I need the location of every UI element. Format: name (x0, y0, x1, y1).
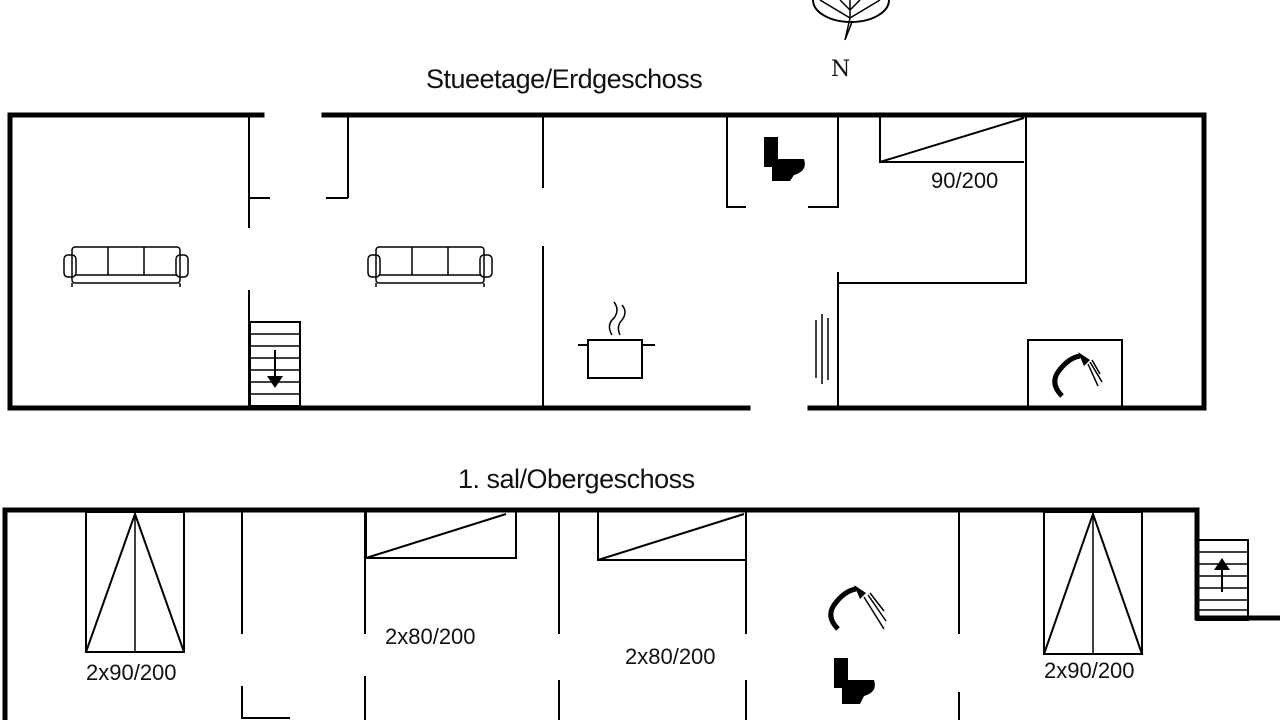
ground-floor-walls (7, 112, 1207, 411)
north-label: N (831, 57, 850, 82)
bed-size-label: 2x80/200 (385, 624, 476, 649)
sofa-icon (63, 246, 189, 287)
bed-size-label: 90/200 (931, 168, 998, 193)
cooking-pot-icon (578, 301, 655, 379)
bed-size-label: 2x90/200 (86, 660, 177, 685)
bed-icon (365, 512, 517, 559)
toilet-icon (834, 658, 875, 704)
bed-size-label: 2x80/200 (625, 644, 716, 669)
shower-icon (1052, 352, 1103, 398)
sofa-icon (367, 246, 493, 287)
bed-icon (85, 511, 185, 653)
toilet-icon (764, 137, 805, 181)
bed-icon (597, 512, 746, 561)
first-floor-title: 1. sal/Obergeschoss (458, 464, 695, 494)
bed-size-label: 2x90/200 (1044, 658, 1135, 683)
shower-icon (828, 585, 887, 631)
radiator-icon (815, 314, 829, 384)
ground-floor-title: Stueetage/Erdgeschoss (426, 64, 702, 94)
stairs-up-icon (1198, 551, 1248, 611)
stairs-down-icon (249, 321, 301, 407)
bed-icon (1043, 510, 1143, 655)
first-floor-walls (2, 507, 1280, 720)
bed-icon (879, 115, 1025, 163)
compass-rose-icon (812, 0, 890, 41)
